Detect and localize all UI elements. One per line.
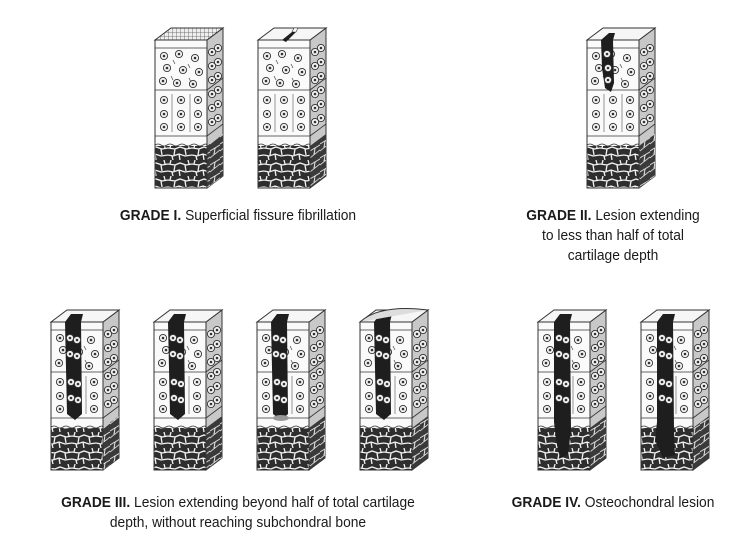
grade-2-caption: GRADE II. Lesion extending to less than … (503, 206, 724, 266)
grade-3-text-2: depth, without reaching subchondral bone (109, 514, 367, 531)
grade-1-block-fissure (256, 27, 328, 189)
grade-2-text-1: Lesion extending (595, 207, 700, 224)
grade-1-block-fibrillation (153, 27, 225, 189)
grade-1-label: GRADE I. (119, 207, 182, 224)
grade-2-text-2: to less than half of total (542, 227, 684, 244)
grade-3-text-1: Lesion extending beyond half of total ca… (134, 494, 415, 511)
grade-3-label: GRADE III. (61, 494, 131, 511)
grade-2-label: GRADE II. (526, 207, 592, 224)
grade-1-caption: GRADE I. Superficial fissure fibrillatio… (91, 206, 385, 226)
grade-3-caption: GRADE III. Lesion extending beyond half … (26, 493, 449, 533)
grade-4-block-1 (536, 309, 608, 471)
grade-4-caption: GRADE IV. Osteochondral lesion (493, 493, 732, 513)
grade-2-block (585, 27, 657, 189)
grade-3-block-4 (358, 308, 430, 471)
grade-2-text-3: cartilage depth (567, 247, 659, 264)
grade-1-text: Superficial fissure fibrillation (185, 207, 357, 224)
grade-3-block-3 (255, 309, 327, 471)
grade-4-text: Osteochondral lesion (584, 494, 715, 511)
grade-3-block-2 (152, 309, 224, 471)
grade-4-label: GRADE IV. (511, 494, 581, 511)
grade-4-block-2 (639, 309, 711, 471)
grade-3-block-1 (49, 309, 121, 471)
